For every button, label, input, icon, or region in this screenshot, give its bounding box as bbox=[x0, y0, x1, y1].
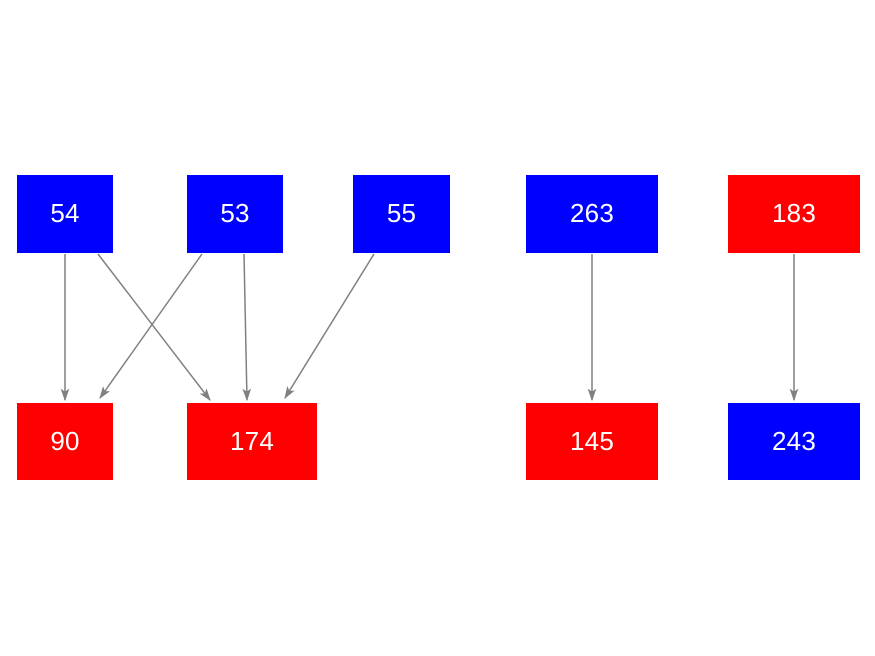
node-263[interactable]: 263 bbox=[526, 175, 658, 253]
edge-group bbox=[60, 253, 799, 402]
node-174[interactable]: 174 bbox=[187, 403, 317, 480]
node-label: 263 bbox=[570, 198, 614, 228]
node-243[interactable]: 243 bbox=[728, 403, 860, 480]
node-55[interactable]: 55 bbox=[353, 175, 450, 253]
node-label: 243 bbox=[772, 425, 816, 456]
node-54[interactable]: 54 bbox=[17, 175, 113, 253]
edge-n53-to-n174 bbox=[242, 253, 252, 402]
edge-n53-to-n90 bbox=[99, 253, 203, 399]
edge-n55-to-n174 bbox=[284, 253, 375, 400]
node-label: 54 bbox=[50, 198, 80, 228]
node-183[interactable]: 183 bbox=[728, 175, 860, 253]
edge-n54-to-n174 bbox=[97, 253, 211, 401]
node-label: 53 bbox=[220, 198, 250, 228]
node-label: 174 bbox=[230, 425, 274, 456]
node-label: 145 bbox=[570, 425, 614, 456]
node-label: 90 bbox=[50, 425, 80, 456]
node-53[interactable]: 53 bbox=[187, 175, 283, 253]
node-145[interactable]: 145 bbox=[526, 403, 658, 480]
node-90[interactable]: 90 bbox=[17, 403, 113, 480]
node-label: 55 bbox=[386, 198, 417, 228]
node-label: 183 bbox=[772, 198, 816, 228]
